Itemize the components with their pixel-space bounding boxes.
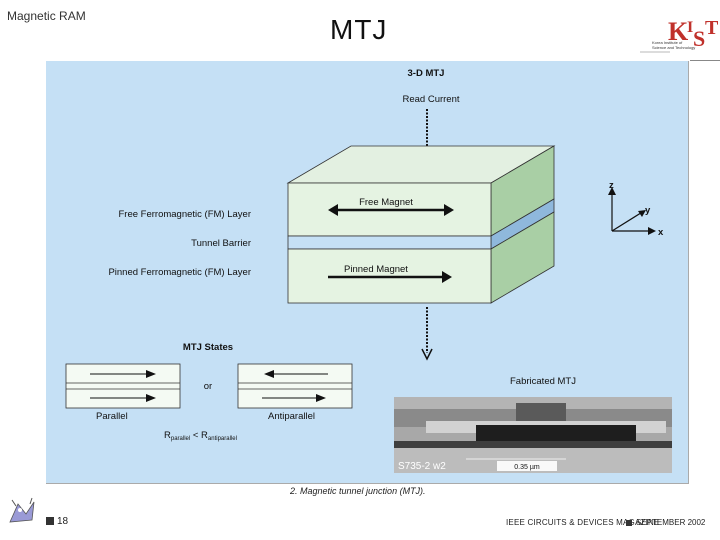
diagram-title: 3-D MTJ <box>408 68 445 79</box>
sem-id: S735-2 w2 <box>398 461 446 472</box>
axes-icon <box>608 187 656 235</box>
antiparallel-label: Antiparallel <box>268 411 315 422</box>
free-fm-layer-label: Free Ferromagnetic (FM) Layer <box>118 209 251 220</box>
magazine-name: IEEE CIRCUITS & DEVICES MAGAZINE <box>506 518 660 527</box>
svg-text:I: I <box>687 19 693 36</box>
free-magnet-label: Free Magnet <box>359 197 413 208</box>
slide-title: MTJ <box>330 14 388 45</box>
sem-scale-box <box>497 461 557 471</box>
free-magnet-left-arrowhead-icon <box>328 204 338 216</box>
mtj-diagram: 3-D MTJ Read Current Free Magnet Pinned … <box>65 68 672 473</box>
antiparallel-state <box>237 363 353 409</box>
svg-text:S: S <box>693 26 705 51</box>
footer-separator <box>626 520 632 526</box>
kist-logo: K I S T <box>640 17 718 53</box>
axis-y-label: y <box>645 205 651 216</box>
free-magnet-right-arrowhead-icon <box>444 204 454 216</box>
svg-text:T: T <box>705 17 718 39</box>
mtj-figure: 3-D MTJ Read Current Free Magnet Pinned … <box>46 61 689 484</box>
parallel-label: Parallel <box>96 411 128 422</box>
logo-subtitle: Korea Institute of Science and Technolog… <box>652 40 696 50</box>
section-label: Magnetic RAM <box>7 9 86 23</box>
resistance-relation: Rparallel < Rantiparallel <box>164 430 237 442</box>
issue-date: SEPTEMBER 2002 <box>636 518 706 527</box>
parallel-state <box>65 363 181 409</box>
page-number: 18 <box>57 516 69 527</box>
exit-current-arrow-icon <box>421 348 433 361</box>
read-current-label: Read Current <box>402 94 459 105</box>
fabricated-mtj-label: Fabricated MTJ <box>510 376 576 387</box>
divider <box>690 60 720 61</box>
axis-x-label: x <box>658 227 664 238</box>
pinned-magnet-arrowhead-icon <box>442 271 452 283</box>
mascot-icon <box>9 497 35 523</box>
svg-text:K: K <box>668 17 689 46</box>
mtj-states-title: MTJ States <box>183 342 233 353</box>
footer-marker <box>46 517 54 525</box>
figure-caption: 2. Magnetic tunnel junction (MTJ). <box>290 486 426 496</box>
pinned-fm-layer-label: Pinned Ferromagnetic (FM) Layer <box>108 267 251 278</box>
or-label: or <box>204 381 212 392</box>
tunnel-barrier-front <box>287 235 492 250</box>
sem-scale: 0.35 µm <box>514 464 540 471</box>
pinned-magnet-label: Pinned Magnet <box>344 264 408 275</box>
axis-z-label: z <box>609 180 614 191</box>
tunnel-barrier-label: Tunnel Barrier <box>191 238 251 249</box>
